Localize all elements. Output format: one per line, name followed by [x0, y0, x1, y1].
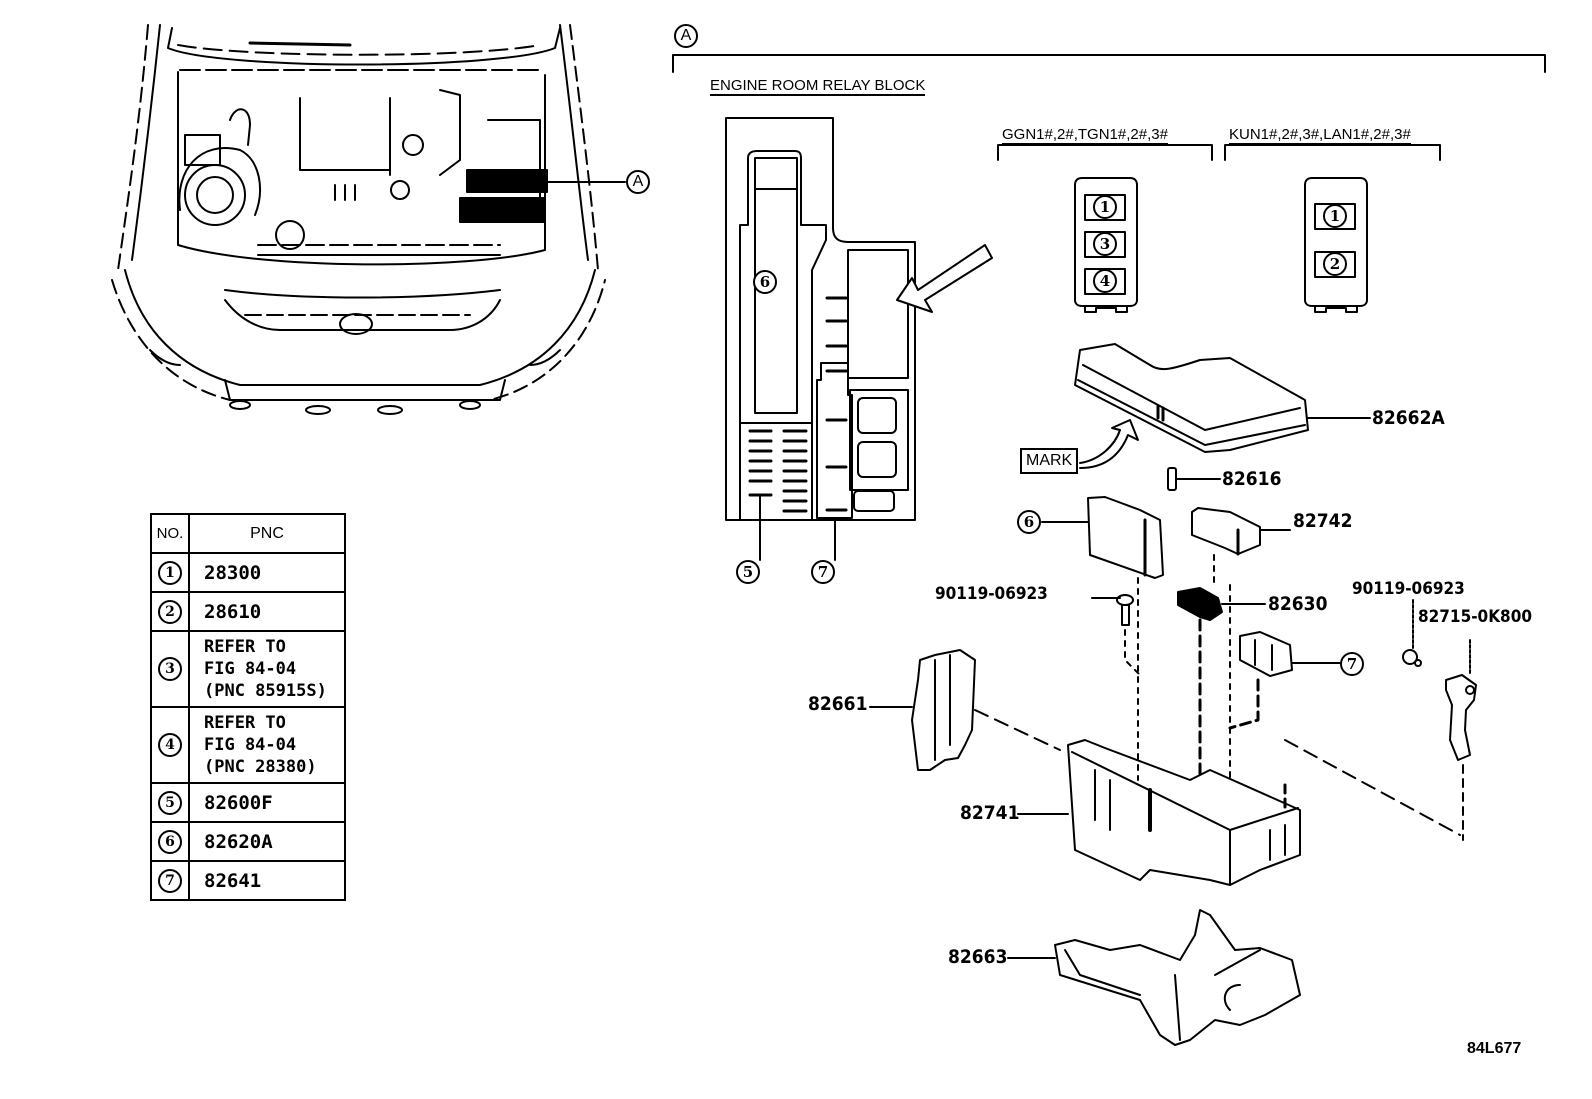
part-6-drawing	[1041, 496, 1164, 781]
block-82742-drawing	[1191, 507, 1291, 586]
row-number: 3	[158, 657, 182, 681]
cover-part-drawing	[1074, 343, 1371, 469]
row-pnc-line: (PNC 28380)	[204, 757, 317, 777]
vehicle-engine-bay-illustration	[111, 24, 626, 415]
part-label-82630[interactable]: 82630	[1268, 593, 1328, 615]
part-callout-7[interactable]: 7	[1340, 652, 1364, 676]
pnc-table: NO. PNC 1 28300 2 28610 3 REFER TO FIG 8…	[150, 513, 346, 901]
part-label-82616[interactable]: 82616	[1222, 468, 1282, 490]
row-pnc-line: (PNC 85915S)	[204, 681, 327, 701]
table-row: 6 82620A	[150, 821, 346, 862]
housing-82741-drawing	[1017, 739, 1301, 886]
variant-bracket-2	[1224, 144, 1441, 161]
variant-1-relay-diagram	[1074, 177, 1138, 313]
row-number: 7	[158, 868, 182, 893]
variant-label-1: GGN1#,2#,TGN1#,2#,3#	[1002, 126, 1168, 145]
table-row: 7 82641	[150, 860, 346, 901]
row-pnc-line: FIG 84-04	[204, 735, 297, 755]
variant-bracket-1	[997, 144, 1213, 161]
part-label-82663[interactable]: 82663	[948, 946, 1008, 968]
table-header-no: NO.	[150, 513, 190, 554]
section-title: ENGINE ROOM RELAY BLOCK	[710, 77, 926, 96]
row-pnc-line: REFER TO	[204, 637, 286, 657]
part-label-82741[interactable]: 82741	[960, 802, 1020, 824]
bolt-left-drawing	[1091, 594, 1141, 676]
connector-82630-drawing	[1177, 584, 1266, 782]
table-row: 2 28610	[150, 591, 346, 632]
relay-block-callout-6[interactable]: 6	[753, 270, 777, 294]
row-number: 1	[158, 560, 182, 585]
part-label-82742[interactable]: 82742	[1293, 510, 1353, 532]
side-cover-82661-drawing	[869, 649, 1061, 771]
part-label-82715-0k800[interactable]: 82715-0K800	[1418, 607, 1532, 627]
mark-label: MARK	[1020, 448, 1079, 474]
callout-a-section[interactable]: A	[674, 24, 698, 48]
relay-block-layout	[725, 117, 993, 561]
row-number: 6	[158, 829, 182, 854]
row-pnc[interactable]: 82641	[188, 860, 346, 901]
variant-1-slot[interactable]: 3	[1093, 232, 1117, 256]
relay-block-callout-7[interactable]: 7	[811, 560, 835, 584]
row-pnc-line: FIG 84-04	[204, 659, 297, 679]
callout-a-engine-bay[interactable]: A	[626, 170, 650, 194]
variant-2-slot[interactable]: 2	[1323, 252, 1347, 276]
row-pnc[interactable]: 82600F	[188, 782, 346, 823]
table-header-pnc: PNC	[188, 513, 346, 554]
part-label-82662a[interactable]: 82662A	[1372, 407, 1445, 429]
table-row: 1 28300	[150, 552, 346, 593]
row-pnc[interactable]: REFER TO FIG 84-04 (PNC 85915S)	[188, 630, 346, 708]
row-pnc-line: REFER TO	[204, 713, 286, 733]
variant-1-slot[interactable]: 4	[1093, 269, 1117, 293]
variant-1-slot[interactable]: 1	[1093, 195, 1117, 219]
table-row: 3 REFER TO FIG 84-04 (PNC 85915S)	[150, 630, 346, 708]
bolt-right-bracket-drawing	[1284, 599, 1477, 841]
row-number: 2	[158, 599, 182, 624]
section-a-bracket	[672, 54, 1546, 73]
lower-case-82663-drawing	[1007, 909, 1301, 1046]
table-row: 4 REFER TO FIG 84-04 (PNC 28380)	[150, 706, 346, 784]
row-pnc[interactable]: REFER TO FIG 84-04 (PNC 28380)	[188, 706, 346, 784]
part-callout-6[interactable]: 6	[1017, 510, 1041, 534]
part-7-drawing	[1228, 631, 1341, 730]
relay-block-callout-5[interactable]: 5	[736, 560, 760, 584]
part-label-82661[interactable]: 82661	[808, 693, 868, 715]
row-pnc[interactable]: 82620A	[188, 821, 346, 862]
part-label-bolt-left[interactable]: 90119-06923	[935, 584, 1048, 604]
variant-label-2: KUN1#,2#,3#,LAN1#,2#,3#	[1229, 126, 1411, 145]
variant-2-relay-diagram	[1304, 177, 1368, 313]
variant-2-slot[interactable]: 1	[1323, 204, 1347, 228]
row-pnc[interactable]: 28610	[188, 591, 346, 632]
row-pnc[interactable]: 28300	[188, 552, 346, 593]
part-label-bolt-right[interactable]: 90119-06923	[1352, 579, 1465, 599]
figure-code: 84L677	[1467, 1040, 1522, 1057]
row-number: 4	[158, 733, 182, 757]
clip-part-drawing	[1167, 467, 1221, 491]
table-row: 5 82600F	[150, 782, 346, 823]
row-number: 5	[158, 790, 182, 815]
